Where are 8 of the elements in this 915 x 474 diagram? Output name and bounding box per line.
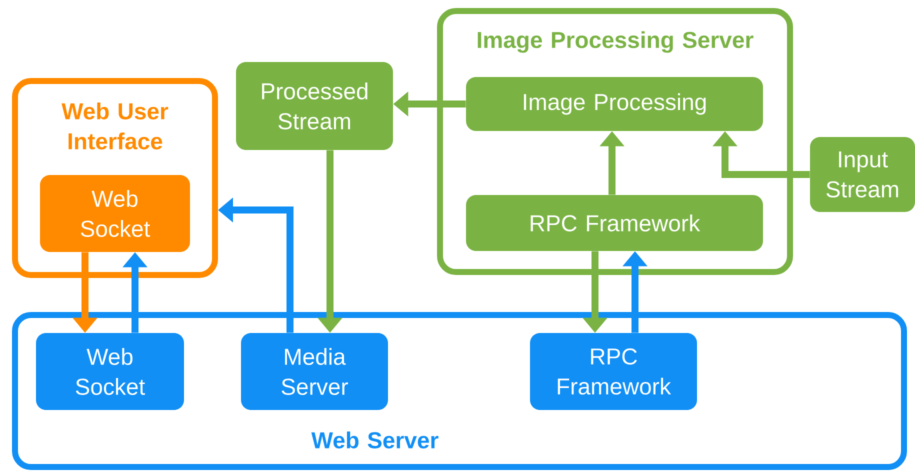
process-box: Web Socket bbox=[40, 175, 190, 252]
process-box: Image Processing bbox=[466, 77, 763, 131]
process-box: Processed Stream bbox=[236, 62, 393, 150]
process-box: Input Stream bbox=[810, 137, 915, 212]
process-box: RPC Framework bbox=[466, 195, 763, 251]
process-box: Media Server bbox=[241, 333, 388, 410]
process-box: Web Socket bbox=[36, 333, 184, 410]
process-box: RPC Framework bbox=[530, 333, 697, 410]
